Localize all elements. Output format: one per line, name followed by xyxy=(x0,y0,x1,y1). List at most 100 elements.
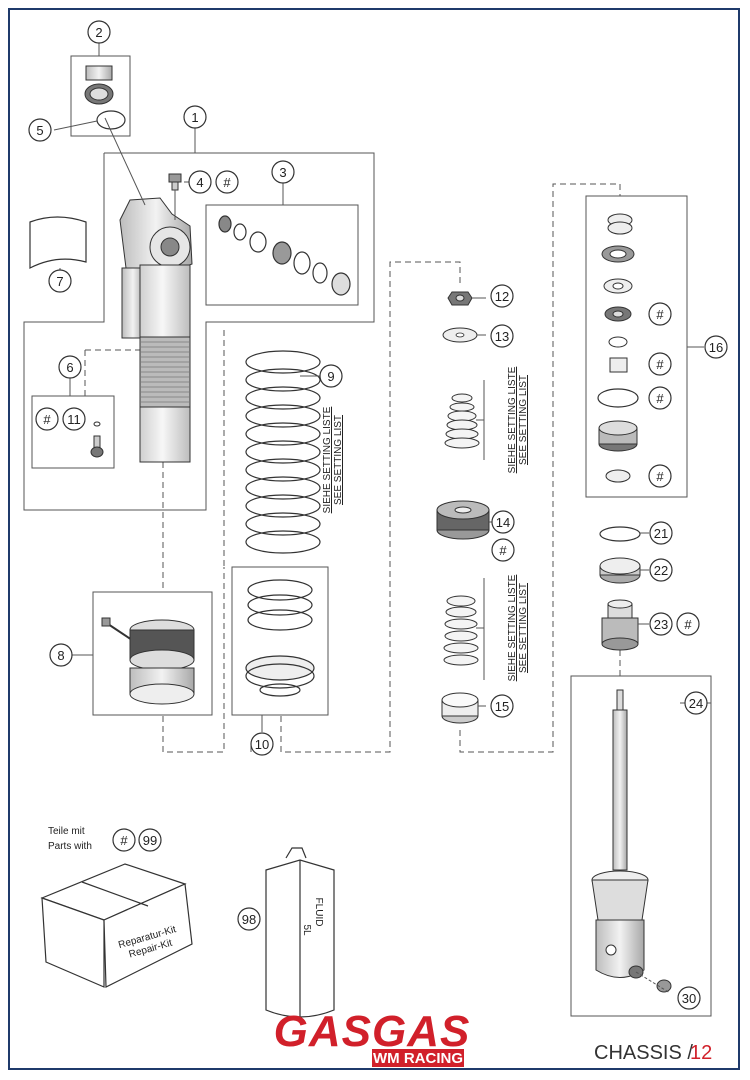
callout-4-hash: # xyxy=(215,170,239,194)
svg-text:#: # xyxy=(223,175,231,190)
callout-16-hash-3: # xyxy=(648,386,672,410)
box-piston-kit xyxy=(205,204,359,306)
setting-list-label-upper: SIEHE SETTING LISTE SEE SETTING LIST xyxy=(507,366,529,473)
callout-1: 1 xyxy=(183,105,207,129)
callout-6: 6 xyxy=(58,355,82,379)
svg-text:#: # xyxy=(656,391,664,406)
svg-text:98: 98 xyxy=(242,912,256,927)
svg-text:11: 11 xyxy=(67,412,81,427)
callout-13: 13 xyxy=(490,324,514,348)
svg-text:FLUID: FLUID xyxy=(313,898,324,927)
setting-list-label-spring: SIEHE SETTING LISTE SEE SETTING LIST xyxy=(322,406,344,513)
callout-16: 16 xyxy=(704,335,728,359)
svg-text:3: 3 xyxy=(279,165,286,180)
box-spring-adjuster xyxy=(92,591,213,716)
callout-99: 99 xyxy=(138,828,162,852)
box-damper-valve xyxy=(585,195,688,498)
svg-text:5: 5 xyxy=(36,123,43,138)
box-reservoir-cap xyxy=(70,55,131,137)
svg-text:SIEHE SETTING LISTE: SIEHE SETTING LISTE xyxy=(322,406,333,513)
spacer-part-15 xyxy=(441,692,479,724)
piston-rod-part-24 xyxy=(591,689,649,978)
callout-9: 9 xyxy=(319,364,343,388)
svg-text:24: 24 xyxy=(689,696,703,711)
o-ring-part-5 xyxy=(96,110,126,130)
circlip-part-21 xyxy=(599,526,641,542)
svg-text:10: 10 xyxy=(255,737,269,752)
svg-text:4: 4 xyxy=(196,175,203,190)
callout-11: 11 xyxy=(62,407,86,431)
svg-text:7: 7 xyxy=(56,274,63,289)
callout-16-hash-1: # xyxy=(648,302,672,326)
svg-text:16: 16 xyxy=(709,340,723,355)
callout-10: 10 xyxy=(250,732,274,756)
spring-seat-part-10 xyxy=(245,579,315,697)
callout-14-hash: # xyxy=(491,538,515,562)
callout-21: 21 xyxy=(649,521,673,545)
shim-stack-upper xyxy=(444,393,480,449)
callout-16-hash-4: # xyxy=(648,464,672,488)
spring-part-9 xyxy=(245,350,321,554)
page-border xyxy=(8,8,740,1070)
svg-text:12: 12 xyxy=(495,289,509,304)
repair-kit-box xyxy=(40,863,193,988)
bushing-part-30 xyxy=(628,965,672,993)
svg-text:22: 22 xyxy=(654,563,668,578)
svg-text:#: # xyxy=(656,469,664,484)
svg-text:SEE SETTING LIST: SEE SETTING LIST xyxy=(518,375,529,465)
callout-4: 4 xyxy=(188,170,212,194)
callout-98: 98 xyxy=(237,907,261,931)
footer-page-number: 12 xyxy=(690,1042,712,1064)
svg-text:#: # xyxy=(684,617,692,632)
svg-text:SEE SETTING LIST: SEE SETTING LIST xyxy=(518,583,529,673)
svg-text:GASGAS: GASGAS xyxy=(274,1007,471,1056)
callout-99-hash: # xyxy=(112,828,136,852)
box-spring-seats xyxy=(231,566,329,716)
svg-text:14: 14 xyxy=(496,515,510,530)
parts-with-label-en: Parts with xyxy=(48,841,92,852)
svg-text:2: 2 xyxy=(95,25,102,40)
callout-7: 7 xyxy=(48,269,72,293)
brand-logo: GASGAS WM RACING xyxy=(274,1007,471,1067)
shim-stack-lower xyxy=(443,595,479,666)
callout-22: 22 xyxy=(649,558,673,582)
fluid-can-label: FLUID xyxy=(313,898,324,927)
screw-part-4 xyxy=(168,173,182,191)
svg-text:23: 23 xyxy=(654,617,668,632)
parts-with-label-de: Teile mit xyxy=(48,826,85,837)
svg-text:15: 15 xyxy=(495,699,509,714)
svg-text:9: 9 xyxy=(327,369,334,384)
svg-text:SIEHE SETTING LISTE: SIEHE SETTING LISTE xyxy=(507,366,518,473)
svg-text:21: 21 xyxy=(654,526,668,541)
shock-body-part xyxy=(119,197,193,463)
svg-text:#: # xyxy=(656,357,664,372)
svg-text:#: # xyxy=(656,307,664,322)
fluid-can-volume: 5L xyxy=(301,924,312,936)
callout-23-hash: # xyxy=(676,612,700,636)
cap-part-22 xyxy=(599,557,641,584)
callout-15: 15 xyxy=(490,694,514,718)
sleeve-part-7 xyxy=(29,216,87,269)
callout-23: 23 xyxy=(649,612,673,636)
callout-14: 14 xyxy=(491,510,515,534)
callout-8: 8 xyxy=(49,643,73,667)
svg-text:13: 13 xyxy=(495,329,509,344)
box-shock-body xyxy=(23,152,375,511)
damper-parts-16 xyxy=(597,213,639,483)
bleed-screw-part-6 xyxy=(90,421,104,458)
callout-5: 5 xyxy=(28,118,52,142)
reservoir-cap-part xyxy=(84,65,114,105)
callout-24: 24 xyxy=(684,691,708,715)
svg-text:SIEHE SETTING LISTE: SIEHE SETTING LISTE xyxy=(507,574,518,681)
footer-section: CHASSIS / xyxy=(594,1042,693,1064)
svg-text:99: 99 xyxy=(143,833,157,848)
svg-text:30: 30 xyxy=(682,991,696,1006)
svg-text:#: # xyxy=(499,543,507,558)
svg-text:SEE SETTING LIST: SEE SETTING LIST xyxy=(333,415,344,505)
callout-16-hash-2: # xyxy=(648,352,672,376)
svg-text:6: 6 xyxy=(66,360,73,375)
setting-list-label-lower: SIEHE SETTING LISTE SEE SETTING LIST xyxy=(507,574,529,681)
box-bleed-screw xyxy=(31,395,115,469)
adjuster-part-8 xyxy=(101,617,195,705)
